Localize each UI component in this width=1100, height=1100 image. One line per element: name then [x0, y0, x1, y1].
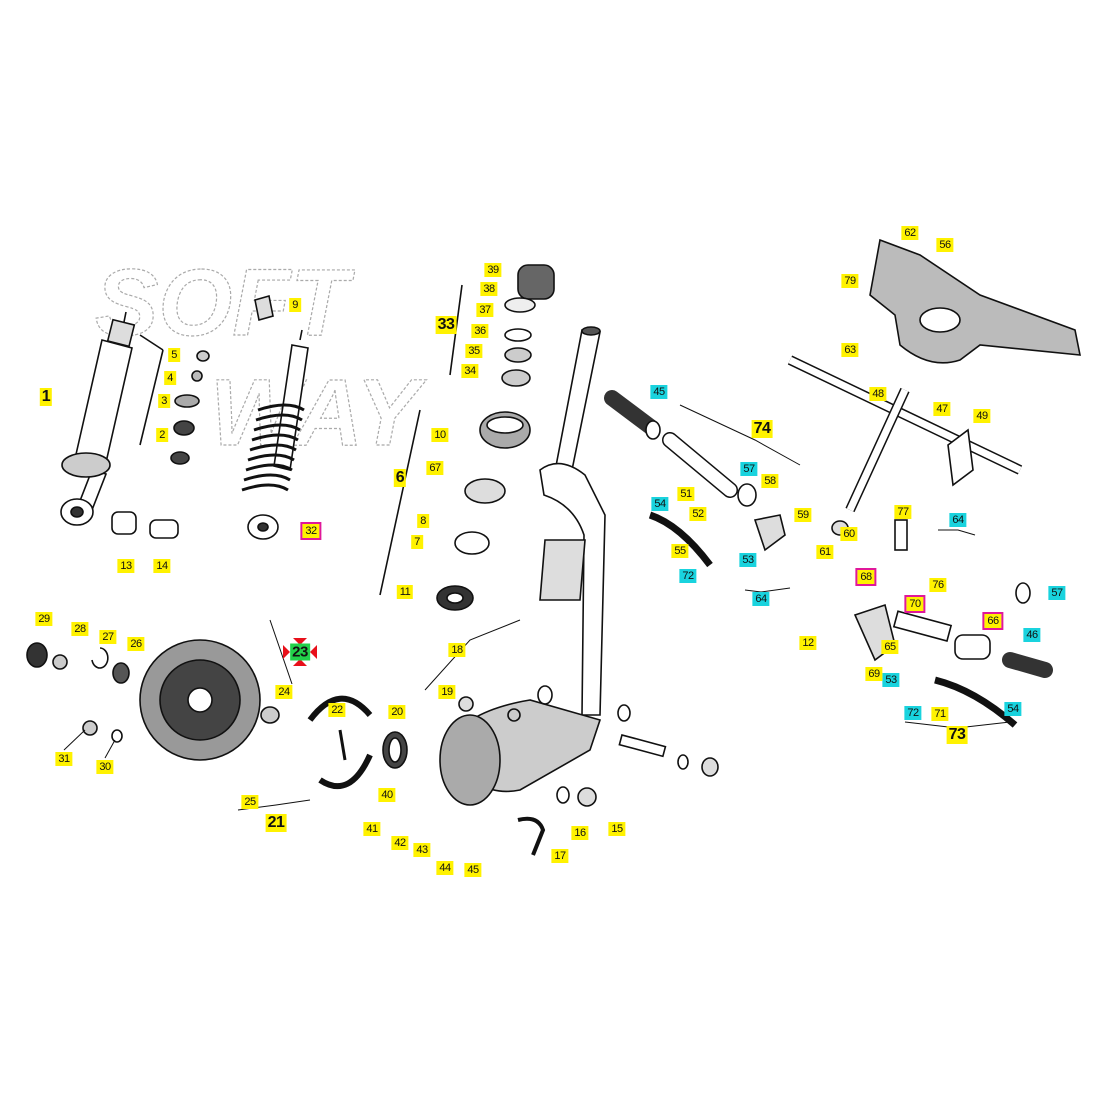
part-label[interactable]: 54 [651, 497, 669, 511]
part-label[interactable]: 8 [417, 514, 429, 528]
part-label[interactable]: 64 [949, 513, 967, 527]
part-label-highlighted[interactable]: 68 [855, 568, 877, 586]
steering-column-fork [439, 326, 606, 806]
part-label[interactable]: 53 [882, 673, 900, 687]
small-parts-left [111, 294, 274, 539]
part-label[interactable]: 36 [471, 324, 489, 338]
part-label[interactable]: 22 [328, 703, 346, 717]
handlebar-tube [787, 355, 1023, 513]
part-label[interactable]: 40 [378, 788, 396, 802]
part-label[interactable]: 69 [865, 667, 883, 681]
part-label[interactable]: 72 [904, 706, 922, 720]
part-label[interactable]: 38 [480, 282, 498, 296]
part-label[interactable]: 72 [679, 569, 697, 583]
part-label[interactable]: 41 [363, 822, 381, 836]
part-label[interactable]: 64 [752, 592, 770, 606]
part-label[interactable]: 16 [571, 826, 589, 840]
part-label[interactable]: 43 [413, 843, 431, 857]
part-label[interactable]: 49 [973, 409, 991, 423]
part-label[interactable]: 51 [677, 487, 695, 501]
right-controls [853, 519, 1053, 728]
part-label[interactable]: 12 [799, 636, 817, 650]
part-label[interactable]: 2 [156, 428, 168, 442]
part-label[interactable]: 44 [436, 861, 454, 875]
part-label[interactable]: 25 [241, 795, 259, 809]
part-label[interactable]: 6 [393, 469, 407, 487]
part-label[interactable]: 34 [461, 364, 479, 378]
part-label[interactable]: 18 [448, 643, 466, 657]
part-label[interactable]: 10 [431, 428, 449, 442]
part-label[interactable]: 79 [841, 274, 859, 288]
part-label[interactable]: 27 [99, 630, 117, 644]
svg-text:WAY: WAY [210, 360, 427, 466]
part-label[interactable]: 24 [275, 685, 293, 699]
part-label[interactable]: 55 [671, 544, 689, 558]
part-label[interactable]: 26 [127, 637, 145, 651]
part-label[interactable]: 39 [484, 263, 502, 277]
part-label[interactable]: 47 [933, 402, 951, 416]
part-label[interactable]: 56 [936, 238, 954, 252]
spring-shock-absorber [241, 329, 309, 540]
part-label[interactable]: 60 [840, 527, 858, 541]
part-label[interactable]: 58 [761, 474, 779, 488]
part-label[interactable]: 67 [426, 461, 444, 475]
part-label[interactable]: 46 [1023, 628, 1041, 642]
part-label[interactable]: 11 [396, 585, 414, 599]
handlebar-top-cover [869, 238, 1081, 364]
part-label[interactable]: 65 [881, 640, 899, 654]
part-label[interactable]: 17 [551, 849, 569, 863]
softway-watermark: SOFT WAY [94, 249, 427, 466]
part-label[interactable]: 9 [289, 298, 301, 312]
part-label[interactable]: 31 [55, 752, 73, 766]
part-label[interactable]: 52 [689, 507, 707, 521]
part-label[interactable]: 3 [158, 394, 170, 408]
rear-shock-absorber [60, 311, 136, 526]
part-label[interactable]: 21 [265, 814, 287, 832]
part-label-highlighted[interactable]: 32 [300, 522, 322, 540]
headset-bearings [379, 264, 555, 611]
part-label[interactable]: 7 [411, 535, 423, 549]
part-label[interactable]: 76 [929, 578, 947, 592]
part-label[interactable]: 48 [869, 387, 887, 401]
part-label[interactable]: 13 [117, 559, 135, 573]
part-label[interactable]: 20 [388, 705, 406, 719]
part-label-highlighted[interactable]: 66 [982, 612, 1004, 630]
part-label[interactable]: 54 [1004, 702, 1022, 716]
part-label[interactable]: 59 [794, 508, 812, 522]
selection-marker [283, 638, 317, 666]
part-label[interactable]: 62 [901, 226, 919, 240]
part-label[interactable]: 14 [153, 559, 171, 573]
part-label[interactable]: 74 [751, 420, 773, 438]
part-label[interactable]: 77 [894, 505, 912, 519]
part-label[interactable]: 45 [650, 385, 668, 399]
part-label[interactable]: 71 [931, 707, 949, 721]
part-label[interactable]: 29 [35, 612, 53, 626]
part-label[interactable]: 53 [739, 553, 757, 567]
part-label[interactable]: 4 [164, 371, 176, 385]
part-label[interactable]: 42 [391, 836, 409, 850]
part-label[interactable]: 1 [39, 388, 53, 406]
part-label[interactable]: 57 [1048, 586, 1066, 600]
part-label[interactable]: 63 [841, 343, 859, 357]
part-label-selected[interactable]: 23 [290, 643, 310, 661]
part-label-highlighted[interactable]: 70 [904, 595, 926, 613]
svg-text:SOFT: SOFT [95, 250, 355, 356]
part-label[interactable]: 30 [96, 760, 114, 774]
left-controls [604, 390, 849, 568]
part-label[interactable]: 15 [608, 822, 626, 836]
part-label[interactable]: 33 [435, 316, 457, 334]
part-label[interactable]: 19 [438, 685, 456, 699]
part-label[interactable]: 37 [476, 303, 494, 317]
part-label[interactable]: 73 [946, 726, 968, 744]
brake-drum [26, 639, 408, 790]
part-label[interactable]: 35 [465, 344, 483, 358]
small-parts-bottom [458, 685, 719, 856]
part-label[interactable]: 61 [816, 545, 834, 559]
part-label[interactable]: 45 [464, 863, 482, 877]
part-label[interactable]: 5 [168, 348, 180, 362]
part-label[interactable]: 57 [740, 462, 758, 476]
part-label[interactable]: 28 [71, 622, 89, 636]
